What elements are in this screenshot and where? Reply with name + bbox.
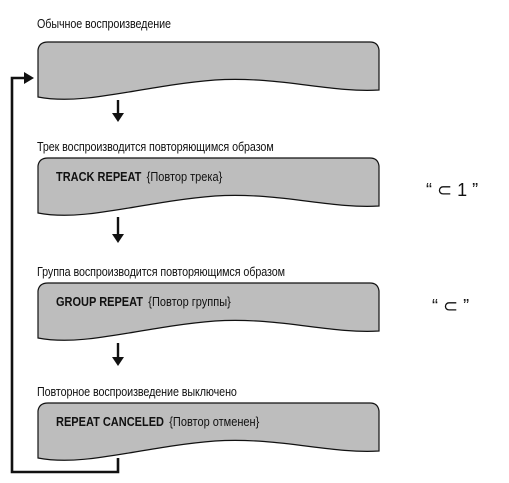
mode-name: TRACK REPEAT <box>56 170 142 184</box>
mode-description: {Повтор трека} <box>146 170 223 184</box>
step-caption-normal: Обычное воспроизведение <box>37 17 171 31</box>
mode-name: REPEAT CANCELED <box>56 415 164 429</box>
repeat-symbol-icon: “ ⊂ 1 ” <box>426 180 479 200</box>
mode-description: {Повтор группы} <box>148 295 231 309</box>
mode-description: {Повтор отменен} <box>169 415 260 429</box>
step-caption-repeat-canceled: Повторное воспроизведение выключено <box>37 385 237 399</box>
panel-label-group-repeat: GROUP REPEAT {Повтор группы} <box>56 295 231 309</box>
step-caption-track-repeat: Трек воспроизводится повторяющимся образ… <box>37 140 274 154</box>
display-panel-repeat-canceled <box>37 402 380 461</box>
panel-label-repeat-canceled: REPEAT CANCELED {Повтор отменен} <box>56 415 259 429</box>
loop-back-arrow-icon <box>10 72 120 474</box>
down-arrow-icon <box>112 100 124 122</box>
down-arrow-icon <box>112 217 124 243</box>
down-arrow-icon <box>112 343 124 366</box>
mode-name: GROUP REPEAT <box>56 295 143 309</box>
display-panel-normal <box>37 41 380 100</box>
display-panel-group-repeat <box>37 282 380 341</box>
display-panel-track-repeat <box>37 157 380 216</box>
panel-label-track-repeat: TRACK REPEAT {Повтор трека} <box>56 170 222 184</box>
repeat-symbol-icon: “ ⊂ ” <box>432 296 470 316</box>
step-caption-group-repeat: Группа воспроизводится повторяющимся обр… <box>37 265 285 279</box>
